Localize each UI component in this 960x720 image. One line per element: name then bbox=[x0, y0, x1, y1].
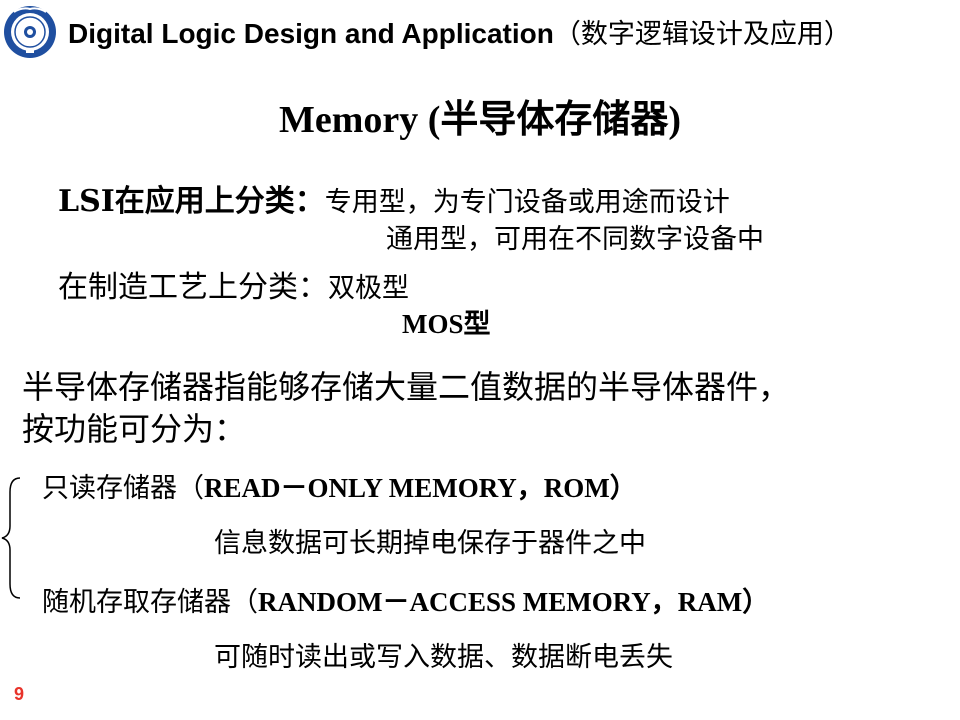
course-title: Digital Logic Design and Application（数字逻… bbox=[68, 16, 851, 53]
university-logo-icon bbox=[4, 6, 56, 58]
process-item-mos: MOS型 bbox=[402, 309, 491, 339]
course-title-en: Digital Logic Design and Application bbox=[68, 18, 554, 49]
process-label: 在制造工艺上分类： bbox=[58, 270, 328, 305]
rom-item: 只读存储器（READ－ONLY MEMORY，ROM） bbox=[42, 470, 637, 507]
rom-en: READ－ONLY MEMORY，ROM） bbox=[204, 473, 637, 503]
process-item-bipolar: 双极型 bbox=[328, 273, 409, 304]
process-classification: 在制造工艺上分类：双极型 bbox=[58, 268, 409, 308]
ram-item: 随机存取存储器（RANDOM－ACCESS MEMORY，RAM） bbox=[42, 584, 769, 621]
ram-description: 可随时读出或写入数据、数据断电丢失 bbox=[214, 642, 673, 673]
ram-cn: 随机存取存储器（ bbox=[42, 587, 258, 618]
page-number: 9 bbox=[14, 684, 25, 704]
ram-en: RANDOM－ACCESS MEMORY，RAM） bbox=[258, 587, 770, 617]
definition-line-2: 按功能可分为： bbox=[22, 410, 247, 448]
lsi-label: LSI在应用上分类： bbox=[58, 184, 325, 219]
course-title-cn: （数字逻辑设计及应用） bbox=[553, 19, 851, 50]
lsi-item-general: 通用型，可用在不同数字设备中 bbox=[386, 224, 764, 255]
slide-title: Memory (半导体存储器) bbox=[278, 99, 682, 141]
rom-cn: 只读存储器（ bbox=[42, 473, 204, 504]
lsi-classification: LSI在应用上分类：专用型，为专门设备或用途而设计 bbox=[58, 182, 730, 222]
lsi-item-special: 专用型，为专门设备或用途而设计 bbox=[324, 187, 730, 218]
rom-description: 信息数据可长期掉电保存于器件之中 bbox=[214, 528, 646, 559]
definition-line-1: 半导体存储器指能够存储大量二值数据的半导体器件， bbox=[22, 368, 791, 406]
brace-icon bbox=[1, 477, 21, 599]
